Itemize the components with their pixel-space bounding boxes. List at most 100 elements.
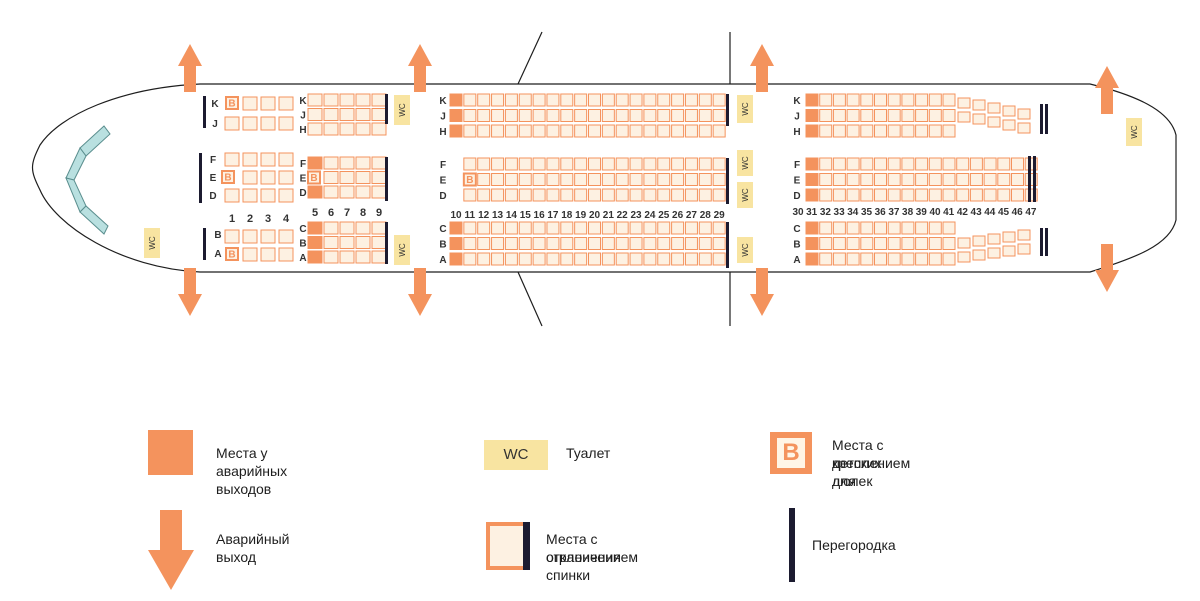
seat (339, 122, 355, 136)
exit-seat-swatch (148, 430, 193, 475)
legend-exit-seats-label: Места у аварийных выходов (216, 445, 288, 497)
seat (901, 93, 915, 107)
exit-seat (805, 173, 819, 186)
seat (323, 221, 339, 235)
seat (671, 221, 685, 235)
seat (997, 188, 1011, 202)
seat (601, 157, 615, 171)
seat (915, 109, 929, 122)
wc-box (394, 235, 410, 265)
seat (355, 156, 371, 170)
seat (463, 221, 477, 235)
row-letter: F (440, 160, 446, 171)
seat (956, 188, 970, 202)
exit-seat (805, 252, 819, 266)
seat (901, 157, 915, 171)
partition (203, 96, 206, 128)
seat (1011, 157, 1024, 171)
seat (698, 252, 712, 266)
seat (657, 124, 671, 138)
seat (832, 237, 846, 250)
seat (355, 250, 371, 264)
seat (956, 173, 970, 186)
row-letter: D (439, 191, 446, 202)
bassinet-letter: B (228, 99, 235, 110)
seat (463, 93, 477, 107)
seat (819, 109, 833, 122)
seat (371, 221, 387, 235)
seat (832, 109, 846, 122)
row-number: 28 (700, 210, 712, 221)
seat (657, 188, 671, 202)
seat (957, 251, 971, 263)
seat (546, 173, 560, 186)
seat (532, 157, 546, 171)
seat (463, 124, 477, 138)
seat (518, 173, 532, 186)
row-letter: F (794, 160, 800, 171)
seat (574, 173, 588, 186)
row-number: 8 (360, 207, 366, 219)
row-letter: H (299, 125, 306, 136)
seat (928, 221, 942, 235)
seat (339, 185, 355, 199)
row-number: 10 (450, 210, 462, 221)
seat (684, 173, 698, 186)
seat (339, 108, 355, 121)
exit-seat (307, 221, 323, 235)
exit-arrow-up-icon (178, 44, 202, 92)
seat (323, 236, 339, 249)
row-number: 42 (957, 207, 969, 218)
seat (588, 93, 601, 107)
seat (819, 173, 833, 186)
exit-seat (307, 185, 323, 199)
seat (901, 109, 915, 122)
row-letter: K (211, 99, 219, 110)
row-letter: F (300, 159, 306, 170)
wc-box (737, 150, 753, 176)
seat (957, 97, 971, 109)
seat (518, 237, 532, 250)
bassinet-letter: B (310, 173, 317, 184)
exit-seat (805, 188, 819, 202)
seat (355, 221, 371, 235)
seat (671, 173, 685, 186)
seat (615, 124, 629, 138)
seat (574, 124, 588, 138)
row-number: 2 (247, 213, 253, 225)
bassinet-icon (221, 170, 235, 184)
seat (371, 250, 387, 264)
row-letter: J (440, 112, 446, 123)
seat (819, 221, 833, 235)
seat (574, 109, 588, 122)
row-letter: J (300, 111, 306, 122)
exit-seat (449, 109, 463, 122)
seat (323, 156, 339, 170)
seat (560, 221, 574, 235)
seat (957, 111, 971, 123)
seat (278, 152, 294, 167)
seat (832, 173, 846, 186)
seat (928, 252, 942, 266)
seat (684, 124, 698, 138)
row-number: 26 (672, 210, 684, 221)
seat (684, 93, 698, 107)
row-number: 15 (520, 210, 532, 221)
seat (1017, 108, 1031, 120)
seat (532, 237, 546, 250)
partition (1040, 228, 1043, 256)
seat (260, 229, 276, 244)
row-number: 43 (971, 207, 983, 218)
seat (477, 252, 491, 266)
seat (574, 188, 588, 202)
row-letter: K (793, 96, 801, 107)
seat (560, 188, 574, 202)
seat (887, 157, 901, 171)
seat (684, 237, 698, 250)
seat (997, 157, 1011, 171)
bassinet-letter: B (224, 173, 231, 184)
seat (242, 170, 258, 185)
seat (643, 173, 657, 186)
seat (846, 157, 860, 171)
seat (629, 109, 643, 122)
